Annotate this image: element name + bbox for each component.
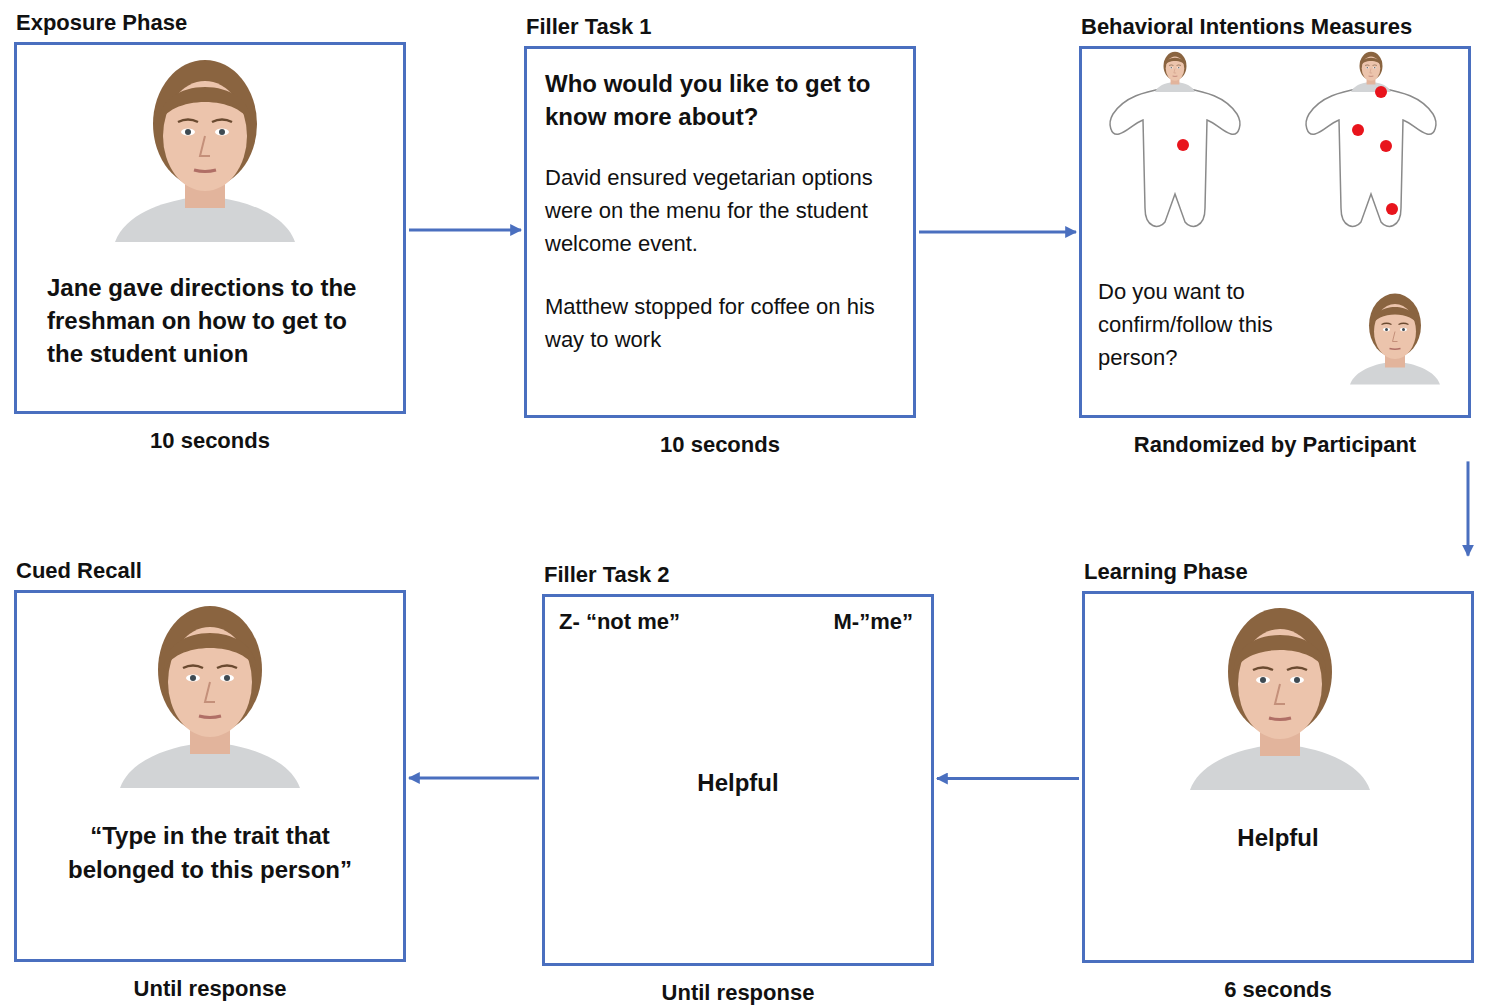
panel-text: Who would you like to get to know more a… — [545, 67, 895, 133]
body-dot — [1375, 86, 1387, 98]
panel-frame: Z- “not me” M-”me” Helpful — [542, 594, 934, 966]
panel-frame: Who would you like to get to know more a… — [524, 46, 916, 418]
body-map — [1306, 88, 1436, 226]
duration-label: Until response — [542, 980, 934, 1006]
panel-text: M-”me” — [834, 609, 913, 635]
procedure-panel: Cued Recall “Type in the trait that belon… — [14, 558, 406, 1003]
panel-text: Z- “not me” — [559, 609, 680, 635]
panel-heading: Filler Task 2 — [542, 562, 934, 588]
flow-arrow — [919, 231, 1076, 234]
face-photo — [1190, 608, 1370, 790]
panel-text: David ensured vegetarian options were on… — [545, 161, 895, 260]
procedure-panel: Exposure PhaseJane gave directions to th… — [14, 10, 406, 455]
duration-label: Randomized by Participant — [1079, 432, 1471, 458]
panel-heading: Exposure Phase — [14, 10, 406, 36]
face-thumbnail — [1351, 52, 1391, 92]
duration-label: 10 seconds — [524, 432, 916, 458]
duration-label: Until response — [14, 976, 406, 1002]
procedure-panel: Behavioral Intentions Measures Do you wan… — [1079, 14, 1471, 459]
procedure-panel: Learning PhaseHelpful 6 seconds — [1082, 559, 1474, 1004]
panel-text: Jane gave directions to the freshman on … — [47, 271, 387, 370]
face-thumbnail — [1155, 52, 1195, 92]
panel-frame: Helpful — [1082, 591, 1474, 963]
flow-arrow — [409, 777, 539, 780]
body-dot — [1380, 140, 1392, 152]
panel-text: Helpful — [1103, 822, 1453, 853]
panel-heading: Filler Task 1 — [524, 14, 916, 40]
body-map — [1110, 88, 1240, 226]
face-photo — [120, 606, 300, 788]
procedure-panel: Filler Task 1 Who would you like to get t… — [524, 14, 916, 459]
body-dot — [1386, 203, 1398, 215]
face-thumbnail — [1350, 294, 1440, 385]
panel-heading: Learning Phase — [1082, 559, 1474, 585]
panel-frame: Jane gave directions to the freshman on … — [14, 42, 406, 414]
duration-label: 10 seconds — [14, 428, 406, 454]
panel-text: Matthew stopped for coffee on his way to… — [545, 290, 895, 356]
panel-frame: “Type in the trait that belonged to this… — [14, 590, 406, 962]
panel-frame: Do you want to confirm/follow this perso… — [1079, 46, 1471, 418]
face-photo — [115, 60, 295, 242]
flow-arrow — [1467, 461, 1470, 555]
body-dot — [1177, 139, 1189, 151]
panel-text: Helpful — [563, 767, 913, 798]
panel-heading: Behavioral Intentions Measures — [1079, 14, 1471, 40]
duration-label: 6 seconds — [1082, 977, 1474, 1003]
panel-text: Do you want to confirm/follow this perso… — [1098, 275, 1338, 374]
flow-arrow — [409, 229, 521, 232]
flow-arrow — [937, 777, 1079, 780]
body-dot — [1352, 124, 1364, 136]
panel-text: “Type in the trait that belonged to this… — [51, 819, 369, 886]
procedure-panel: Filler Task 2 Z- “not me” M-”me” HelpfulUnt… — [542, 562, 934, 1007]
panel-heading: Cued Recall — [14, 558, 406, 584]
